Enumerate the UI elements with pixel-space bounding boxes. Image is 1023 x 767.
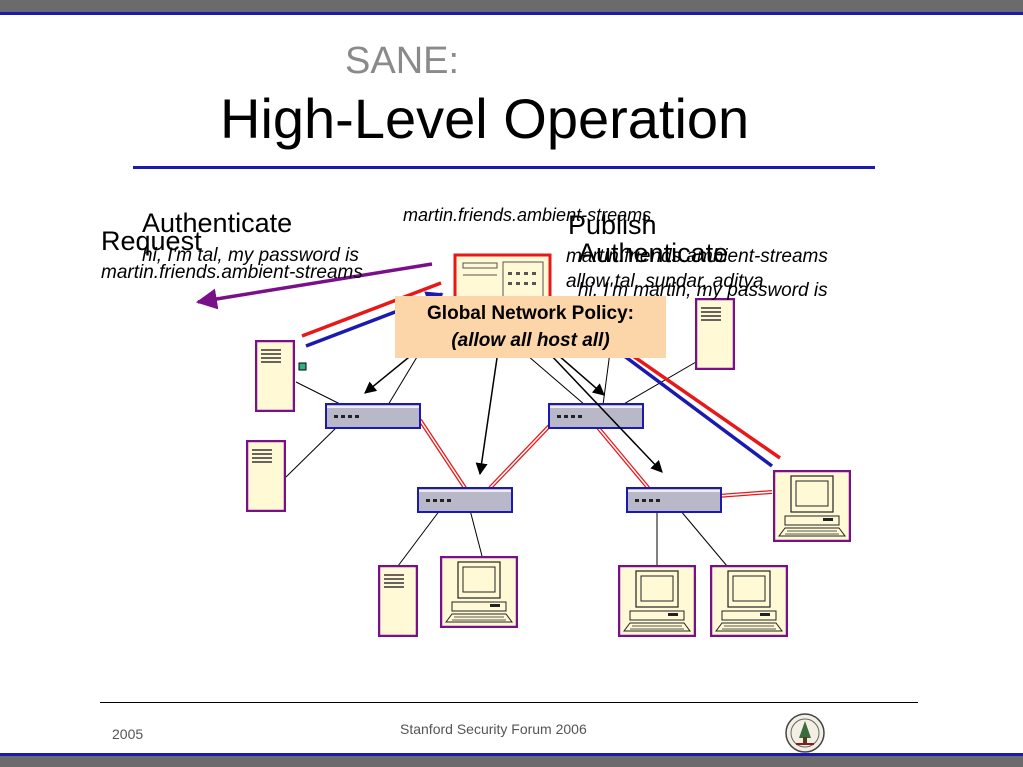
switch-bottom-right xyxy=(626,487,722,513)
label-request-target: martin.friends.ambient-streams xyxy=(101,262,363,283)
global-policy-box: Global Network Policy: (allow all host a… xyxy=(395,296,666,358)
workstation-bottom-mid xyxy=(618,565,696,637)
server-right-top xyxy=(695,298,735,370)
switch-top-right xyxy=(548,403,644,429)
policy-title: Global Network Policy: xyxy=(427,303,634,324)
stanford-seal xyxy=(785,713,825,753)
secure-links xyxy=(418,418,773,498)
label-publish-service: martin.friends.ambient-streams xyxy=(566,246,828,267)
label-martin-credentials: hi, I'm martin, my password is xyxy=(578,280,828,301)
workstation-bottom-left xyxy=(440,556,518,628)
top-bar xyxy=(0,0,1023,15)
label-request: Request xyxy=(101,226,202,256)
footer-forum: Stanford Security Forum 2006 xyxy=(400,721,587,737)
server-left-bottom xyxy=(246,440,286,512)
policy-rule: (allow all host all) xyxy=(451,330,610,351)
label-tal-credentials: hi, I'm tal, my password is xyxy=(142,245,359,266)
slide-title-line2: High-Level Operation xyxy=(220,87,750,150)
label-allow-list: allow tal, sundar, aditya xyxy=(566,271,764,292)
title-underline xyxy=(133,166,875,169)
status-led xyxy=(298,362,307,371)
workstation-bottom-right xyxy=(710,565,788,637)
footer-year: 2005 xyxy=(112,726,144,742)
footer-rule xyxy=(100,702,918,703)
label-authenticate-left: Authenticate xyxy=(142,208,293,238)
switch-bottom-left xyxy=(417,487,513,513)
label-publish: Publish xyxy=(568,210,657,240)
server-bottom xyxy=(378,565,418,637)
workstation-right xyxy=(773,470,851,542)
label-authenticate-right: Authenticate xyxy=(578,238,729,268)
label-service-top: martin.friends.ambient-streams xyxy=(403,205,652,225)
server-left-top xyxy=(255,340,295,412)
slide-title-line1: SANE: xyxy=(345,40,460,82)
bottom-bar xyxy=(0,753,1023,767)
switch-top-left xyxy=(325,403,421,429)
request-arrow xyxy=(195,262,433,310)
